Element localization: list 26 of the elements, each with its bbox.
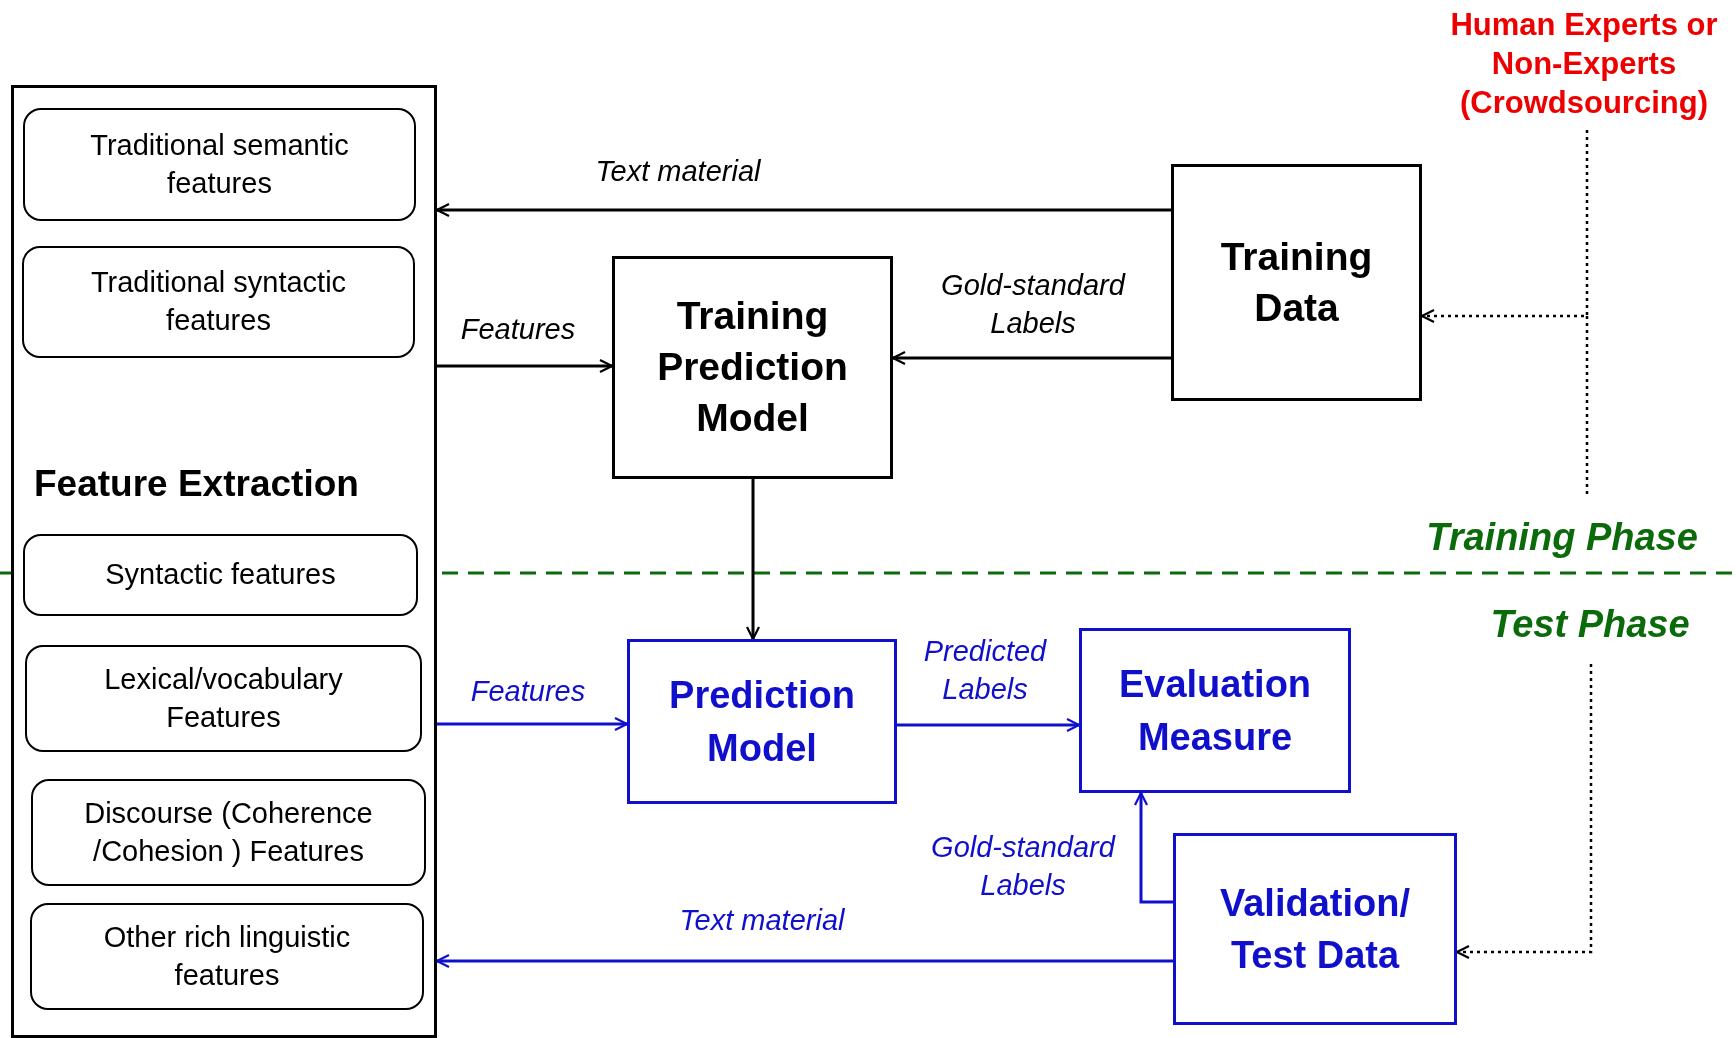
arrow [897,717,1081,733]
dotted-arrow [1455,664,1593,960]
arrow [437,716,629,732]
feature-box: Traditional syntactic features [22,246,415,358]
process-box: Training Prediction Model [612,256,893,479]
dotted-arrow [1420,128,1589,497]
arrow [745,479,761,641]
arrow [435,953,1173,969]
process-box: Validation/ Test Data [1173,833,1457,1025]
phase-label: Test Phase [1490,601,1690,647]
arrow [435,202,1171,218]
feature-box: Syntactic features [23,534,418,616]
process-box: Evaluation Measure [1079,628,1351,793]
feature-box: Other rich linguistic features [30,903,424,1010]
source-text: Human Experts or Non-Experts (Crowdsourcing) [1432,6,1736,130]
process-box: Training Data [1171,164,1422,401]
feature-box: Discourse (Coherence /Cohesion ) Features [31,779,426,886]
arrow [437,358,614,374]
process-box: Prediction Model [627,639,897,804]
arrow [891,350,1171,366]
phase-label: Training Phase [1426,514,1698,560]
arrow [1133,791,1173,904]
feature-box: Lexical/vocabulary Features [25,645,422,752]
panel-heading: Feature Extraction [34,462,359,506]
feature-box: Traditional semantic features [23,108,416,221]
feature-extraction-panel [11,85,437,1038]
